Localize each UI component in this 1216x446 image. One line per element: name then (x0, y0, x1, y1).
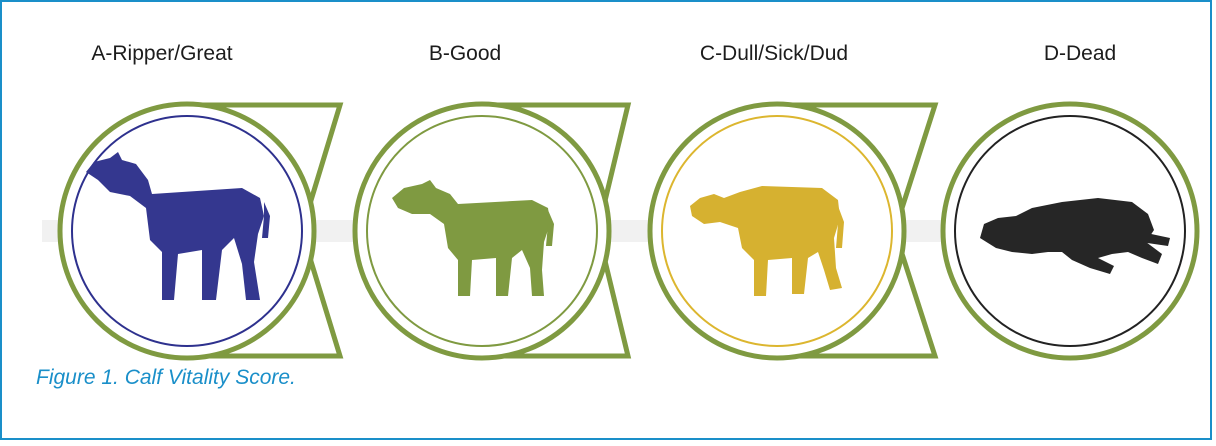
score-circle-a (60, 104, 314, 358)
score-circle-c (650, 104, 904, 358)
figure-caption: Figure 1. Calf Vitality Score. (36, 366, 296, 390)
score-circle-b (355, 104, 609, 358)
score-circle-d (943, 104, 1197, 358)
